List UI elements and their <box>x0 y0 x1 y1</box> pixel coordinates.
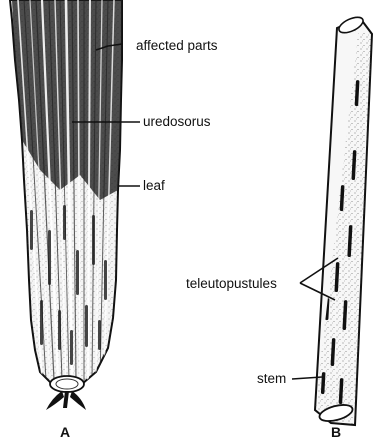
panel-b-caption: B <box>331 424 341 440</box>
teleutopustules-label: teleutopustules <box>186 276 277 291</box>
panel-a-caption: A <box>60 424 70 440</box>
leaf-drawing <box>0 0 130 410</box>
stem-label: stem <box>257 371 286 386</box>
leaf-apex <box>46 391 86 410</box>
affected-parts-label: affected parts <box>136 38 218 53</box>
uredosorus-label: uredosorus <box>143 114 211 129</box>
leaf-label: leaf <box>143 178 165 193</box>
stem-drawing <box>300 0 380 441</box>
